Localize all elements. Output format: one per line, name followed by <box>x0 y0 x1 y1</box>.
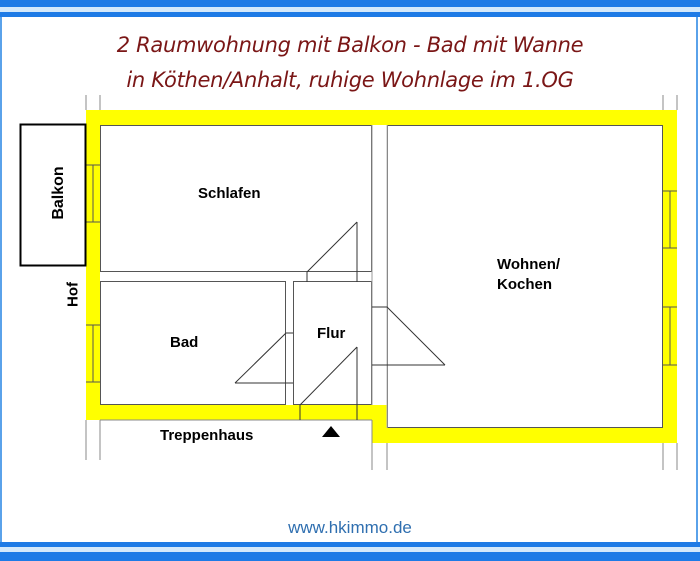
room-flur <box>293 281 372 405</box>
walls <box>86 110 677 443</box>
label-treppenhaus: Treppenhaus <box>160 427 254 444</box>
triangle-up-icon <box>322 426 340 437</box>
room-bad <box>100 281 286 405</box>
bottom-band-gap <box>0 547 700 552</box>
top-band-gap <box>0 7 700 12</box>
frame-left <box>0 17 2 544</box>
label-schlafen: Schlafen <box>198 185 261 202</box>
label-bad: Bad <box>170 334 199 351</box>
website-link[interactable]: www.hkimmo.de <box>288 518 412 537</box>
label-flur: Flur <box>317 325 346 342</box>
bottom-band-outer <box>0 552 700 561</box>
title-line-1: 2 Raumwohnung mit Balkon - Bad mit Wanne <box>116 33 584 57</box>
bottom-band-inner <box>0 542 700 547</box>
door-swings <box>234 221 446 420</box>
top-band-inner <box>0 12 700 17</box>
windows <box>86 164 677 383</box>
label-hof: Hof <box>64 282 82 307</box>
balkon-outline <box>19 123 87 267</box>
label-wohnen-2: Kochen <box>497 276 553 293</box>
room-outlines <box>100 125 663 428</box>
outer-extension-lines <box>85 95 678 470</box>
title-line-2: in Köthen/Anhalt, ruhige Wohnlage im 1.O… <box>126 68 574 92</box>
frame-right <box>696 17 698 544</box>
top-band-outer <box>0 0 700 7</box>
label-wohnen-1: Wohnen/ <box>497 256 561 273</box>
label-balkon: Balkon <box>50 166 67 220</box>
